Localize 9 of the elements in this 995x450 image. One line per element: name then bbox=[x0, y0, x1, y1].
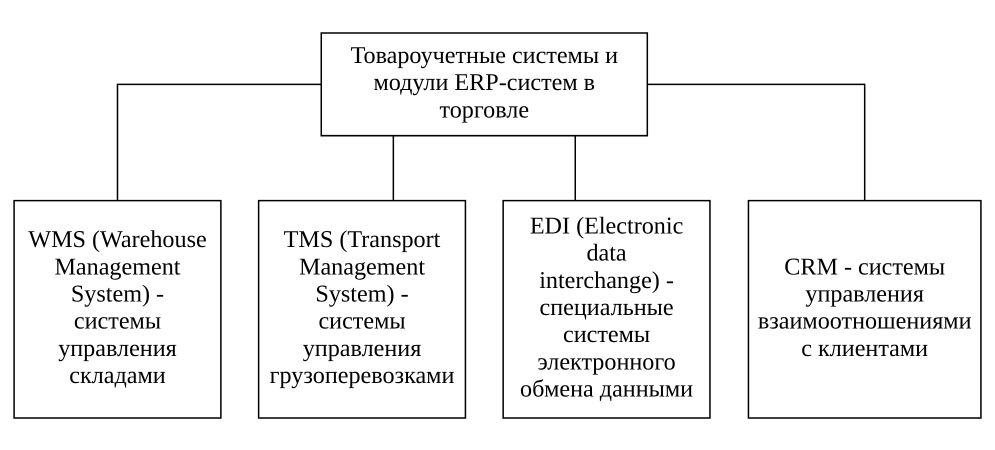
connector bbox=[574, 135, 576, 200]
connector bbox=[648, 83, 866, 200]
node-box: Товароучетные системы и модули ERP-систем в торговле bbox=[320, 32, 648, 136]
node-box: TMS (Transport Management System) - системы управления грузоперевозками bbox=[258, 199, 466, 418]
node-box: EDI (Electronic data interchange) - специальные системы электронного обмена данными bbox=[502, 199, 711, 418]
node-box: WMS (Warehouse Management System) - системы управления складами bbox=[13, 199, 222, 418]
node-box: CRM - системы управления взаимоотношениями с клиентами bbox=[748, 199, 982, 418]
connector bbox=[116, 83, 321, 200]
connector bbox=[392, 135, 394, 200]
